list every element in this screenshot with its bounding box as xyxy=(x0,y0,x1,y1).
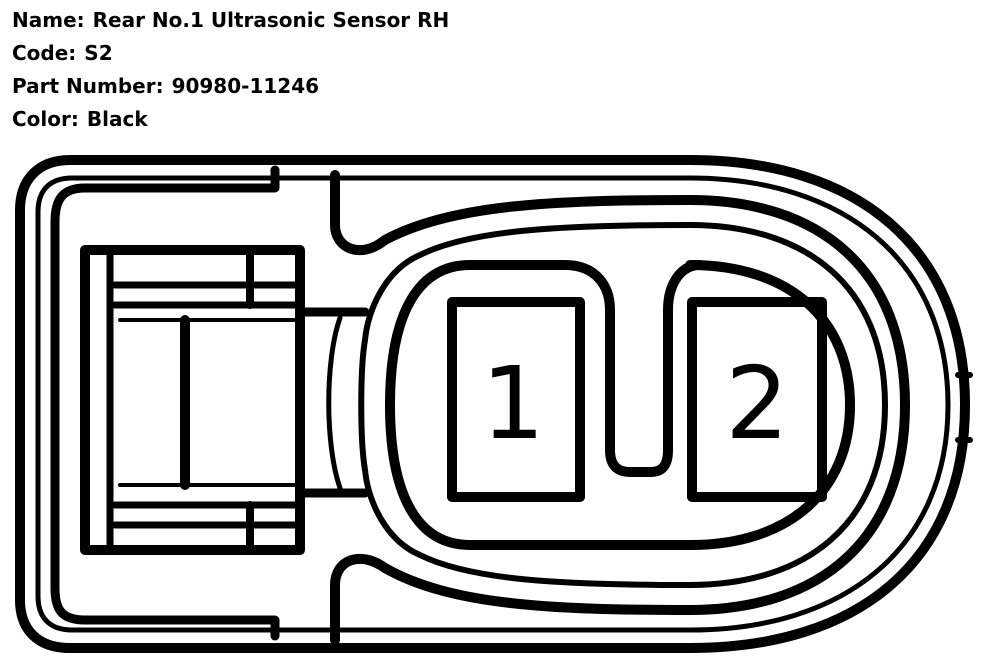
code-label: Code: xyxy=(12,41,77,65)
connector-info: Name: Rear No.1 Ultrasonic Sensor RH Code… xyxy=(12,4,449,136)
lock-frame xyxy=(80,245,305,555)
part-number-row: Part Number: 90980-11246 xyxy=(12,70,449,103)
pin-1-label: 1 xyxy=(481,345,545,462)
lock-lever-edges xyxy=(118,318,302,487)
pin-cavity-2 xyxy=(687,297,827,502)
housing-outer xyxy=(15,155,970,653)
part-number-value: 90980-11246 xyxy=(171,74,320,98)
name-label: Name: xyxy=(12,8,85,32)
name-value: Rear No.1 Ultrasonic Sensor RH xyxy=(92,8,450,32)
cavity-outline xyxy=(385,260,855,550)
shroud-middle xyxy=(358,222,888,588)
housing-inner-outline xyxy=(35,175,951,633)
color-row: Color: Black xyxy=(12,103,449,136)
color-value: Black xyxy=(86,107,148,131)
lock-bridge xyxy=(295,307,370,498)
edge-mark xyxy=(955,372,973,443)
shroud-outer xyxy=(330,170,910,645)
part-number-label: Part Number: xyxy=(12,74,164,98)
color-label: Color: xyxy=(12,107,79,131)
latch-band xyxy=(50,165,280,641)
lock-rails xyxy=(106,251,304,549)
pin-2-label: 2 xyxy=(725,345,789,462)
code-value: S2 xyxy=(84,41,113,65)
lock-bridge-inner xyxy=(326,315,343,491)
name-row: Name: Rear No.1 Ultrasonic Sensor RH xyxy=(12,4,449,37)
pin-cavity-1 xyxy=(447,297,585,502)
code-row: Code: S2 xyxy=(12,37,449,70)
